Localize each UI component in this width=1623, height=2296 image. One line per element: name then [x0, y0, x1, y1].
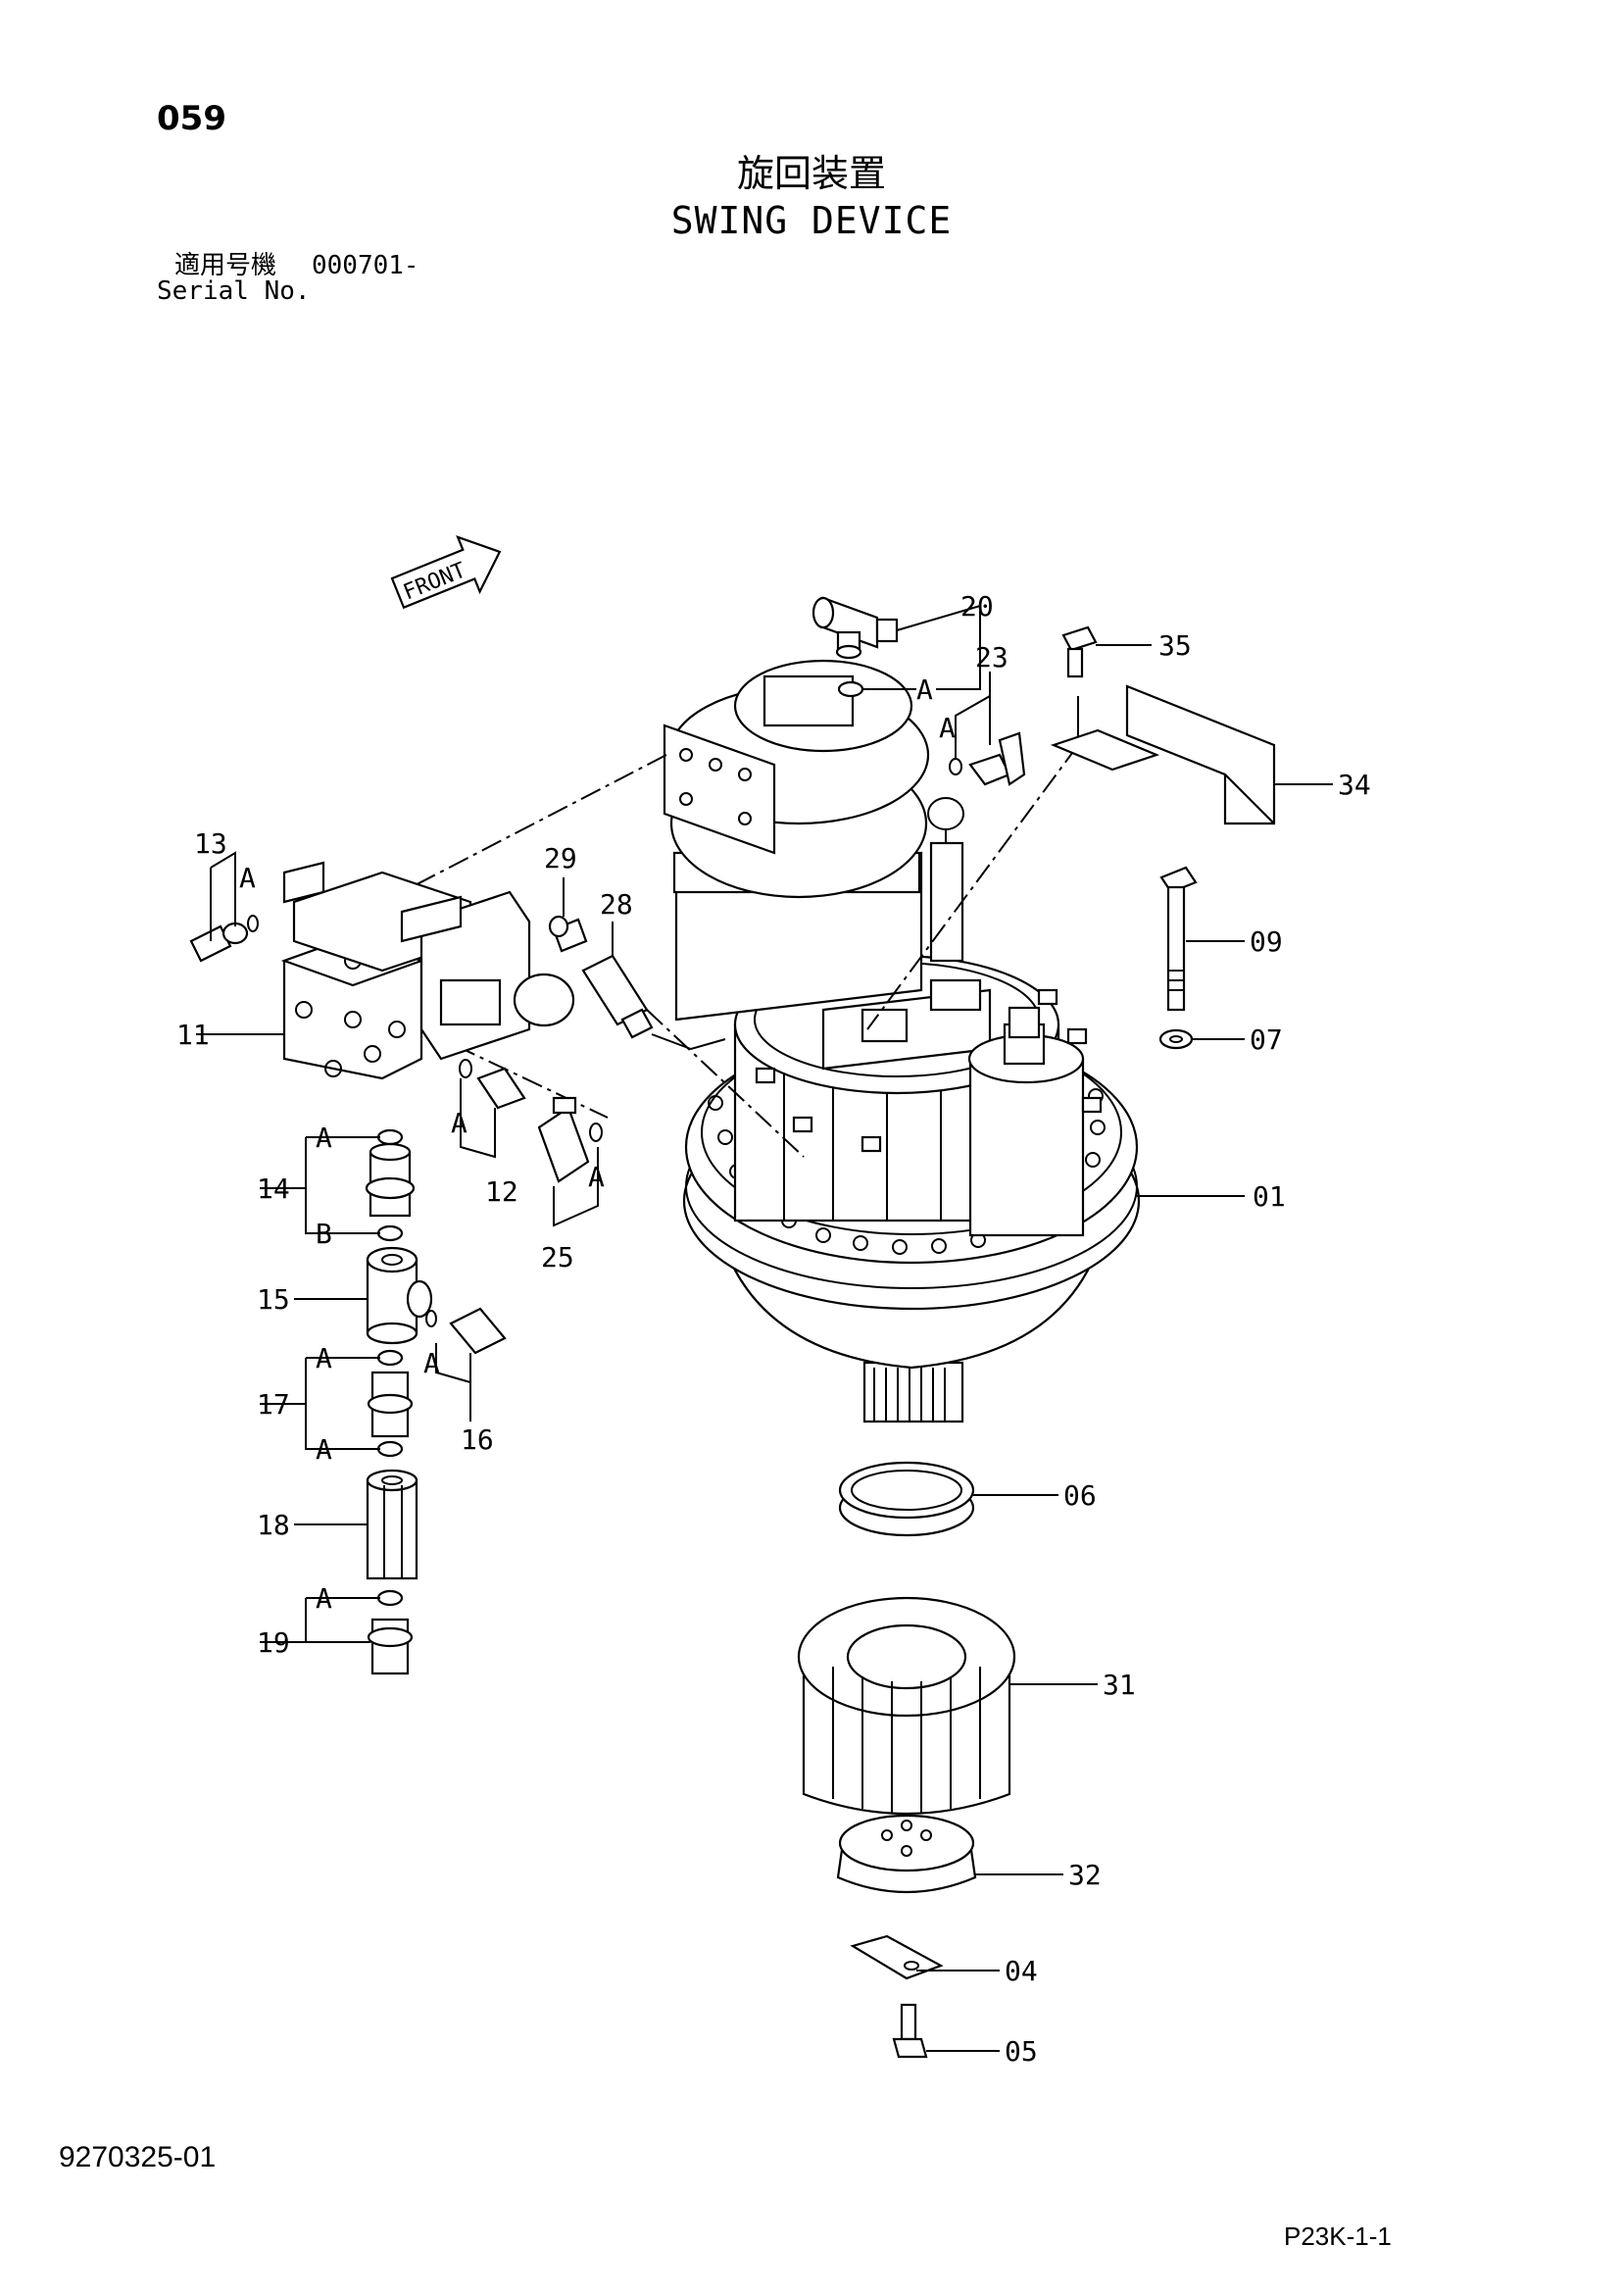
part-17-adapter: 17 A A — [257, 1342, 414, 1466]
seal-a-12: A — [451, 1107, 467, 1139]
callout-16: 16 — [461, 1423, 494, 1456]
part-34-bracket: 34 — [1050, 684, 1371, 825]
part-11-valve-block: 11 — [176, 861, 575, 1080]
callout-29: 29 — [544, 842, 577, 874]
callout-18: 18 — [257, 1509, 290, 1541]
seal-a-17-bottom: A — [316, 1433, 332, 1466]
callout-23: 23 — [975, 641, 1008, 674]
part-13-fitting: 13 A — [189, 827, 259, 963]
part-05-bolt: 05 — [892, 2003, 1038, 2068]
title-english: SWING DEVICE — [670, 199, 953, 242]
part-25-tee: 25 A — [537, 1096, 605, 1273]
serial-label-english: Serial No. — [157, 276, 311, 306]
part-15-tee-block: 15 — [257, 1246, 433, 1345]
part-28-cartridge: 28 — [581, 888, 726, 1051]
callout-34: 34 — [1338, 769, 1371, 801]
seal-b-14: B — [316, 1218, 332, 1250]
callout-28: 28 — [600, 888, 633, 921]
part-06-ring: 06 — [838, 1461, 1097, 1537]
part-18-hex-coupler: 18 — [257, 1469, 418, 1580]
part-32-cover: 32 — [836, 1814, 1102, 1894]
seal-a-25: A — [588, 1161, 605, 1193]
callout-01: 01 — [1253, 1180, 1286, 1213]
part-16-fitting: 16 A — [423, 1307, 507, 1456]
callout-15: 15 — [257, 1283, 290, 1316]
callout-04: 04 — [1005, 1955, 1038, 1987]
callout-13: 13 — [194, 827, 227, 860]
part-20-tee-fitting: 20 A — [812, 590, 994, 706]
seal-a-23: A — [939, 712, 956, 744]
part-31-pinion-gear: 31 — [797, 1596, 1136, 1816]
part-09-bolt: 09 — [1159, 866, 1283, 1012]
document-number: 9270325-01 — [59, 2141, 217, 2173]
callout-14: 14 — [257, 1173, 290, 1205]
seal-a-17-top: A — [316, 1342, 332, 1374]
callout-11: 11 — [176, 1019, 210, 1051]
part-35-bolt: 35 — [1061, 625, 1192, 678]
callout-32: 32 — [1068, 1859, 1102, 1891]
title-japanese: 旋回装置 — [736, 152, 886, 195]
seal-a-13: A — [239, 862, 256, 894]
part-23-elbow-fitting: 23 A — [939, 641, 1026, 786]
part-14-adapter: 14 A B — [257, 1122, 416, 1250]
callout-12: 12 — [485, 1175, 518, 1208]
callout-09: 09 — [1250, 925, 1283, 958]
page-number: 059 — [157, 99, 226, 138]
serial-label-japanese: 適用号機 — [174, 251, 277, 280]
seal-a-16: A — [423, 1347, 440, 1379]
callout-07: 07 — [1250, 1023, 1283, 1056]
seal-a-20: A — [916, 674, 933, 706]
callout-20: 20 — [960, 590, 994, 623]
callout-05: 05 — [1005, 2035, 1038, 2068]
callout-25: 25 — [541, 1241, 574, 1273]
part-29-plug: 29 — [544, 842, 588, 953]
callout-17: 17 — [257, 1388, 290, 1421]
callout-31: 31 — [1103, 1669, 1136, 1701]
serial-value: 000701- — [312, 251, 419, 280]
seal-a-19: A — [316, 1582, 332, 1615]
seal-a-14: A — [316, 1122, 332, 1154]
callout-06: 06 — [1063, 1479, 1097, 1512]
part-19-plug: 19 A — [257, 1582, 414, 1675]
page-code: P23K-1-1 — [1284, 2221, 1392, 2251]
callout-35: 35 — [1158, 629, 1192, 662]
front-arrow: FRONT — [390, 534, 502, 610]
part-04-lock-plate: 04 — [850, 1934, 1038, 1987]
callout-19: 19 — [257, 1626, 290, 1659]
part-07-washer: 07 — [1158, 1023, 1283, 1056]
part-12-connector: 12 A — [451, 1059, 526, 1208]
swing-motor-housing — [663, 659, 1141, 1423]
